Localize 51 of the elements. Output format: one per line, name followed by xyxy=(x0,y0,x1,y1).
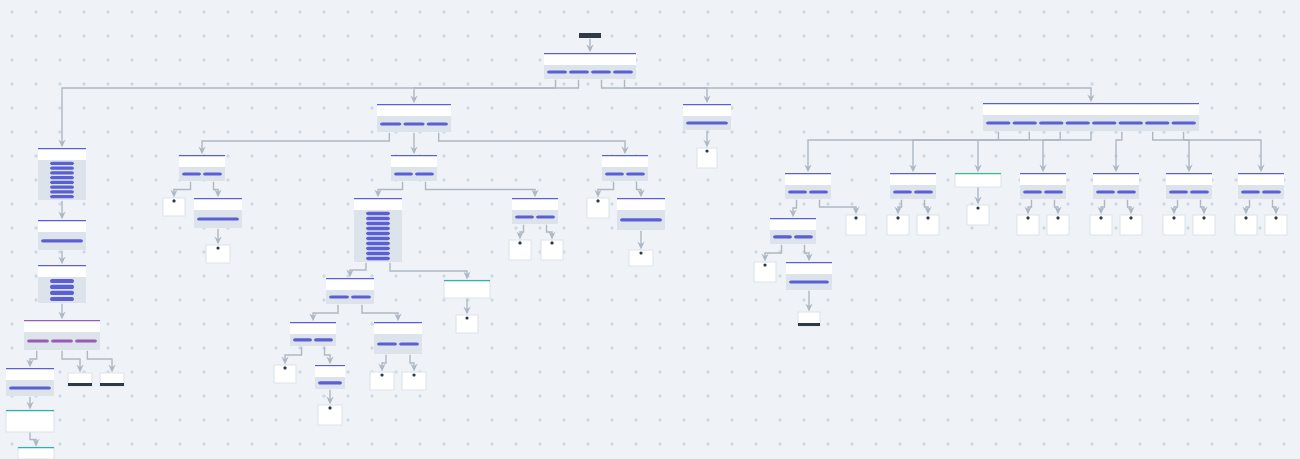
message-card xyxy=(5,409,55,433)
question-card xyxy=(24,320,101,350)
question-card xyxy=(982,103,1200,131)
question-card xyxy=(602,155,649,181)
response-card xyxy=(99,372,125,387)
response-card xyxy=(540,239,564,261)
response-card xyxy=(369,371,395,391)
response-card xyxy=(586,197,610,219)
response-card xyxy=(696,147,718,169)
response-card xyxy=(628,249,654,267)
question-card xyxy=(38,220,87,250)
response-card xyxy=(1016,214,1040,236)
question-card xyxy=(38,147,87,200)
response-card xyxy=(317,404,343,426)
question-card xyxy=(326,278,375,304)
question-card xyxy=(6,368,55,396)
response-card xyxy=(916,214,940,236)
question-card xyxy=(290,322,337,346)
response-card xyxy=(797,311,821,327)
response-card xyxy=(753,261,777,283)
response-card xyxy=(845,214,867,236)
response-card xyxy=(1089,214,1113,236)
message-card xyxy=(443,279,491,299)
question-card xyxy=(544,53,637,79)
response-card xyxy=(1234,214,1258,236)
response-card xyxy=(966,204,990,226)
question-card xyxy=(354,197,402,262)
response-card xyxy=(455,314,479,334)
question-card xyxy=(374,322,423,354)
message-card xyxy=(17,446,55,459)
response-card xyxy=(67,372,93,387)
question-card xyxy=(785,173,831,199)
question-card xyxy=(391,155,438,181)
response-card xyxy=(1192,214,1216,236)
response-card xyxy=(162,197,186,217)
response-card xyxy=(1264,214,1288,236)
response-card xyxy=(205,244,231,264)
question-card xyxy=(179,155,226,181)
question-card xyxy=(38,265,87,303)
tag-label xyxy=(579,33,601,38)
question-card xyxy=(377,104,452,132)
response-card xyxy=(401,371,427,391)
message-card xyxy=(954,172,1002,188)
question-card xyxy=(315,365,345,389)
response-card xyxy=(1119,214,1143,236)
response-card xyxy=(273,364,297,384)
response-card xyxy=(508,239,532,261)
response-card xyxy=(1046,214,1070,236)
question-card xyxy=(194,198,243,228)
response-card xyxy=(886,214,910,236)
response-card xyxy=(1162,214,1186,236)
